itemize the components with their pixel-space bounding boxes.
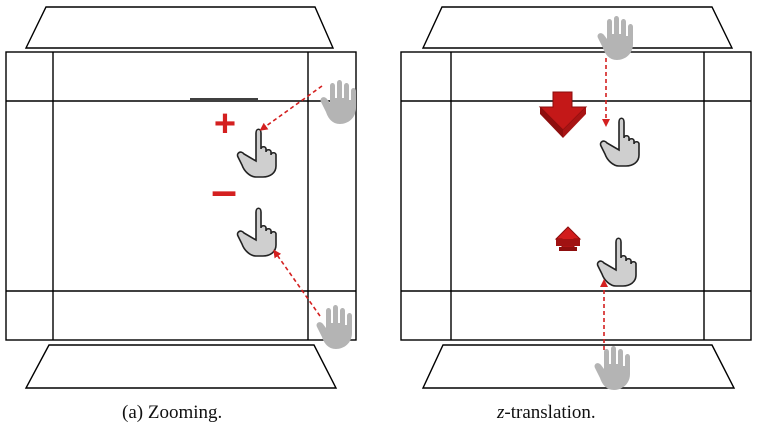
figure: + – bbox=[5, 6, 752, 390]
minus-icon: – bbox=[211, 164, 237, 216]
arrow-down-icon bbox=[538, 91, 588, 138]
frame-box bbox=[400, 51, 752, 341]
trapezoid-bottom bbox=[421, 344, 736, 389]
caption-b-variable: z bbox=[497, 402, 505, 423]
trapezoid-top bbox=[421, 6, 734, 49]
caption-a: (a) Zooming. bbox=[122, 402, 223, 423]
hand-icon bbox=[320, 80, 356, 124]
pointing-hand-icon bbox=[599, 117, 640, 167]
motion-arrow bbox=[259, 85, 323, 131]
pointing-hand-icon bbox=[596, 237, 637, 287]
motion-arrow bbox=[273, 249, 321, 317]
frame-box bbox=[5, 51, 357, 341]
trapezoid-bottom bbox=[24, 344, 338, 389]
panel-b bbox=[400, 6, 752, 390]
caption-b: z-translation. bbox=[497, 402, 596, 424]
trapezoid-top bbox=[24, 6, 335, 49]
plus-icon: + bbox=[214, 103, 236, 145]
hand-icon bbox=[597, 16, 633, 60]
caption-b-text: -translation. bbox=[504, 402, 596, 423]
pointing-hand-icon bbox=[236, 128, 277, 178]
panel-a: + – bbox=[5, 6, 357, 389]
hand-icon bbox=[594, 346, 630, 390]
arrow-up-icon bbox=[554, 226, 582, 251]
pointing-hand-icon bbox=[236, 207, 277, 257]
hand-icon bbox=[316, 305, 352, 349]
